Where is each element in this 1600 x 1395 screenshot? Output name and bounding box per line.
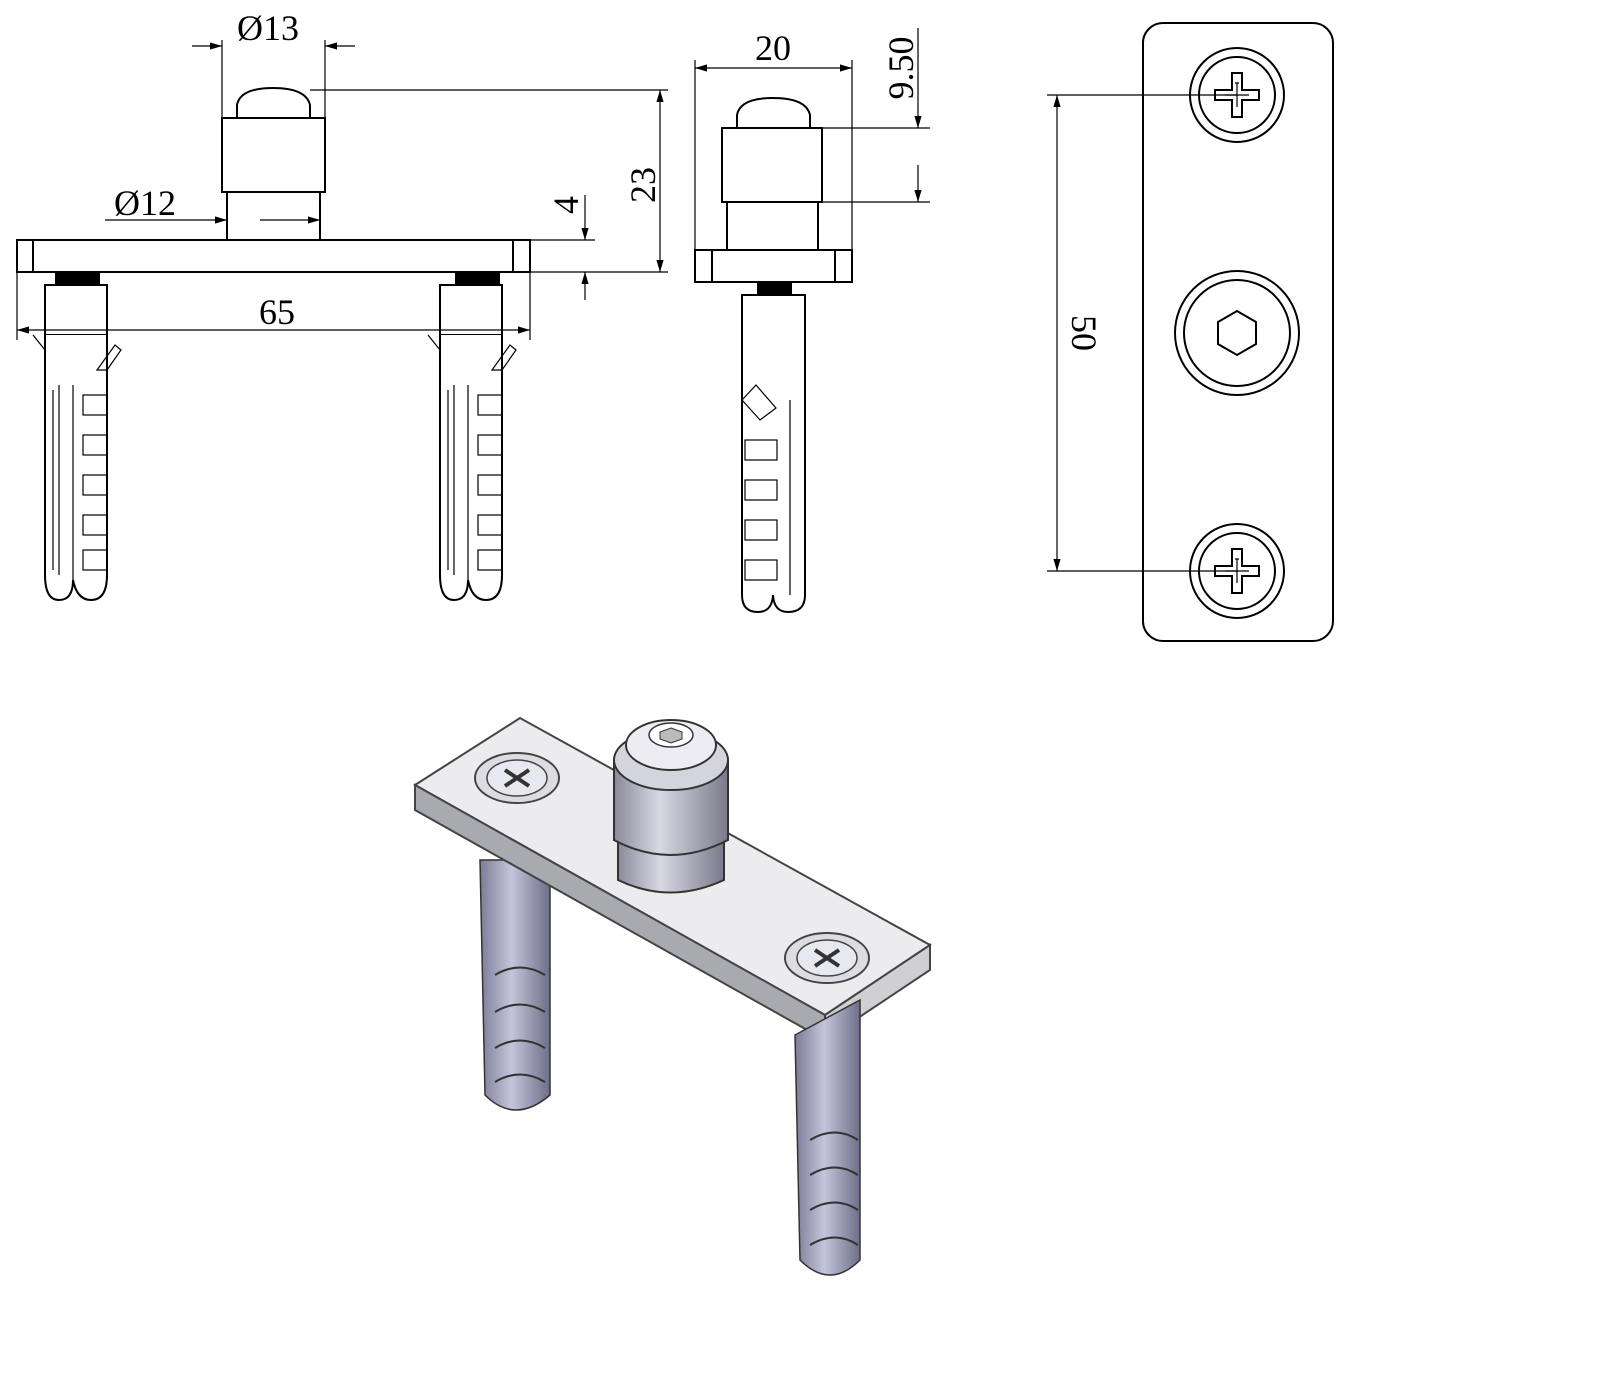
cylinder-body (221, 117, 326, 193)
dim-cap-diameter: Ø13 (237, 8, 299, 48)
thread (55, 272, 500, 285)
dim-screw-spacing: 50 (1064, 315, 1104, 351)
dim-cap-height: 9.50 (881, 37, 921, 100)
dim-height: 23 (623, 167, 663, 203)
anchor-left (479, 859, 551, 1111)
isometric-view (413, 716, 932, 1276)
dim-side-width: 20 (755, 28, 791, 68)
dim-shaft-diameter: Ø12 (114, 183, 176, 223)
dim-plate-thickness: 4 (546, 196, 586, 214)
top-view: 50 (1047, 22, 1334, 642)
front-view: Ø13 Ø12 23 4 65 (16, 8, 668, 601)
base-plate (16, 239, 531, 273)
side-view: 20 9.50 (694, 28, 930, 614)
dim-plate-length: 65 (259, 292, 295, 332)
anchor-right (794, 998, 861, 1276)
cap-screw (236, 86, 311, 119)
